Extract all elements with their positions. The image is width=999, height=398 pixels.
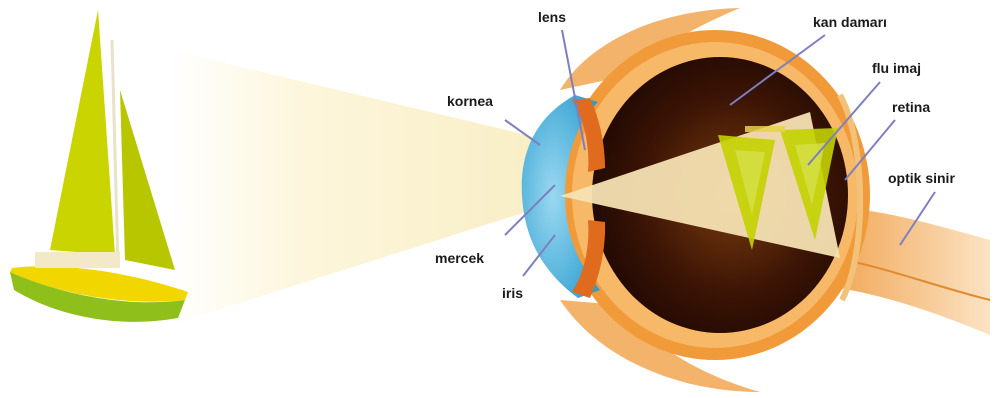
label-kornea: kornea bbox=[447, 93, 493, 109]
label-kan-damari: kan damarı bbox=[813, 14, 887, 30]
label-optik-sinir: optik sinir bbox=[888, 170, 955, 186]
label-mercek: mercek bbox=[435, 250, 484, 266]
sailboat-jib-sail bbox=[120, 90, 175, 270]
blur-image-hull bbox=[745, 126, 785, 132]
sailboat-cabin bbox=[35, 252, 120, 268]
sailboat bbox=[10, 10, 188, 322]
label-iris: iris bbox=[502, 285, 523, 301]
label-lens: lens bbox=[538, 9, 566, 25]
light-beam-outer bbox=[170, 50, 548, 325]
label-retina: retina bbox=[892, 99, 930, 115]
label-flu-imaj: flu imaj bbox=[872, 60, 921, 76]
sailboat-main-sail bbox=[50, 10, 115, 255]
